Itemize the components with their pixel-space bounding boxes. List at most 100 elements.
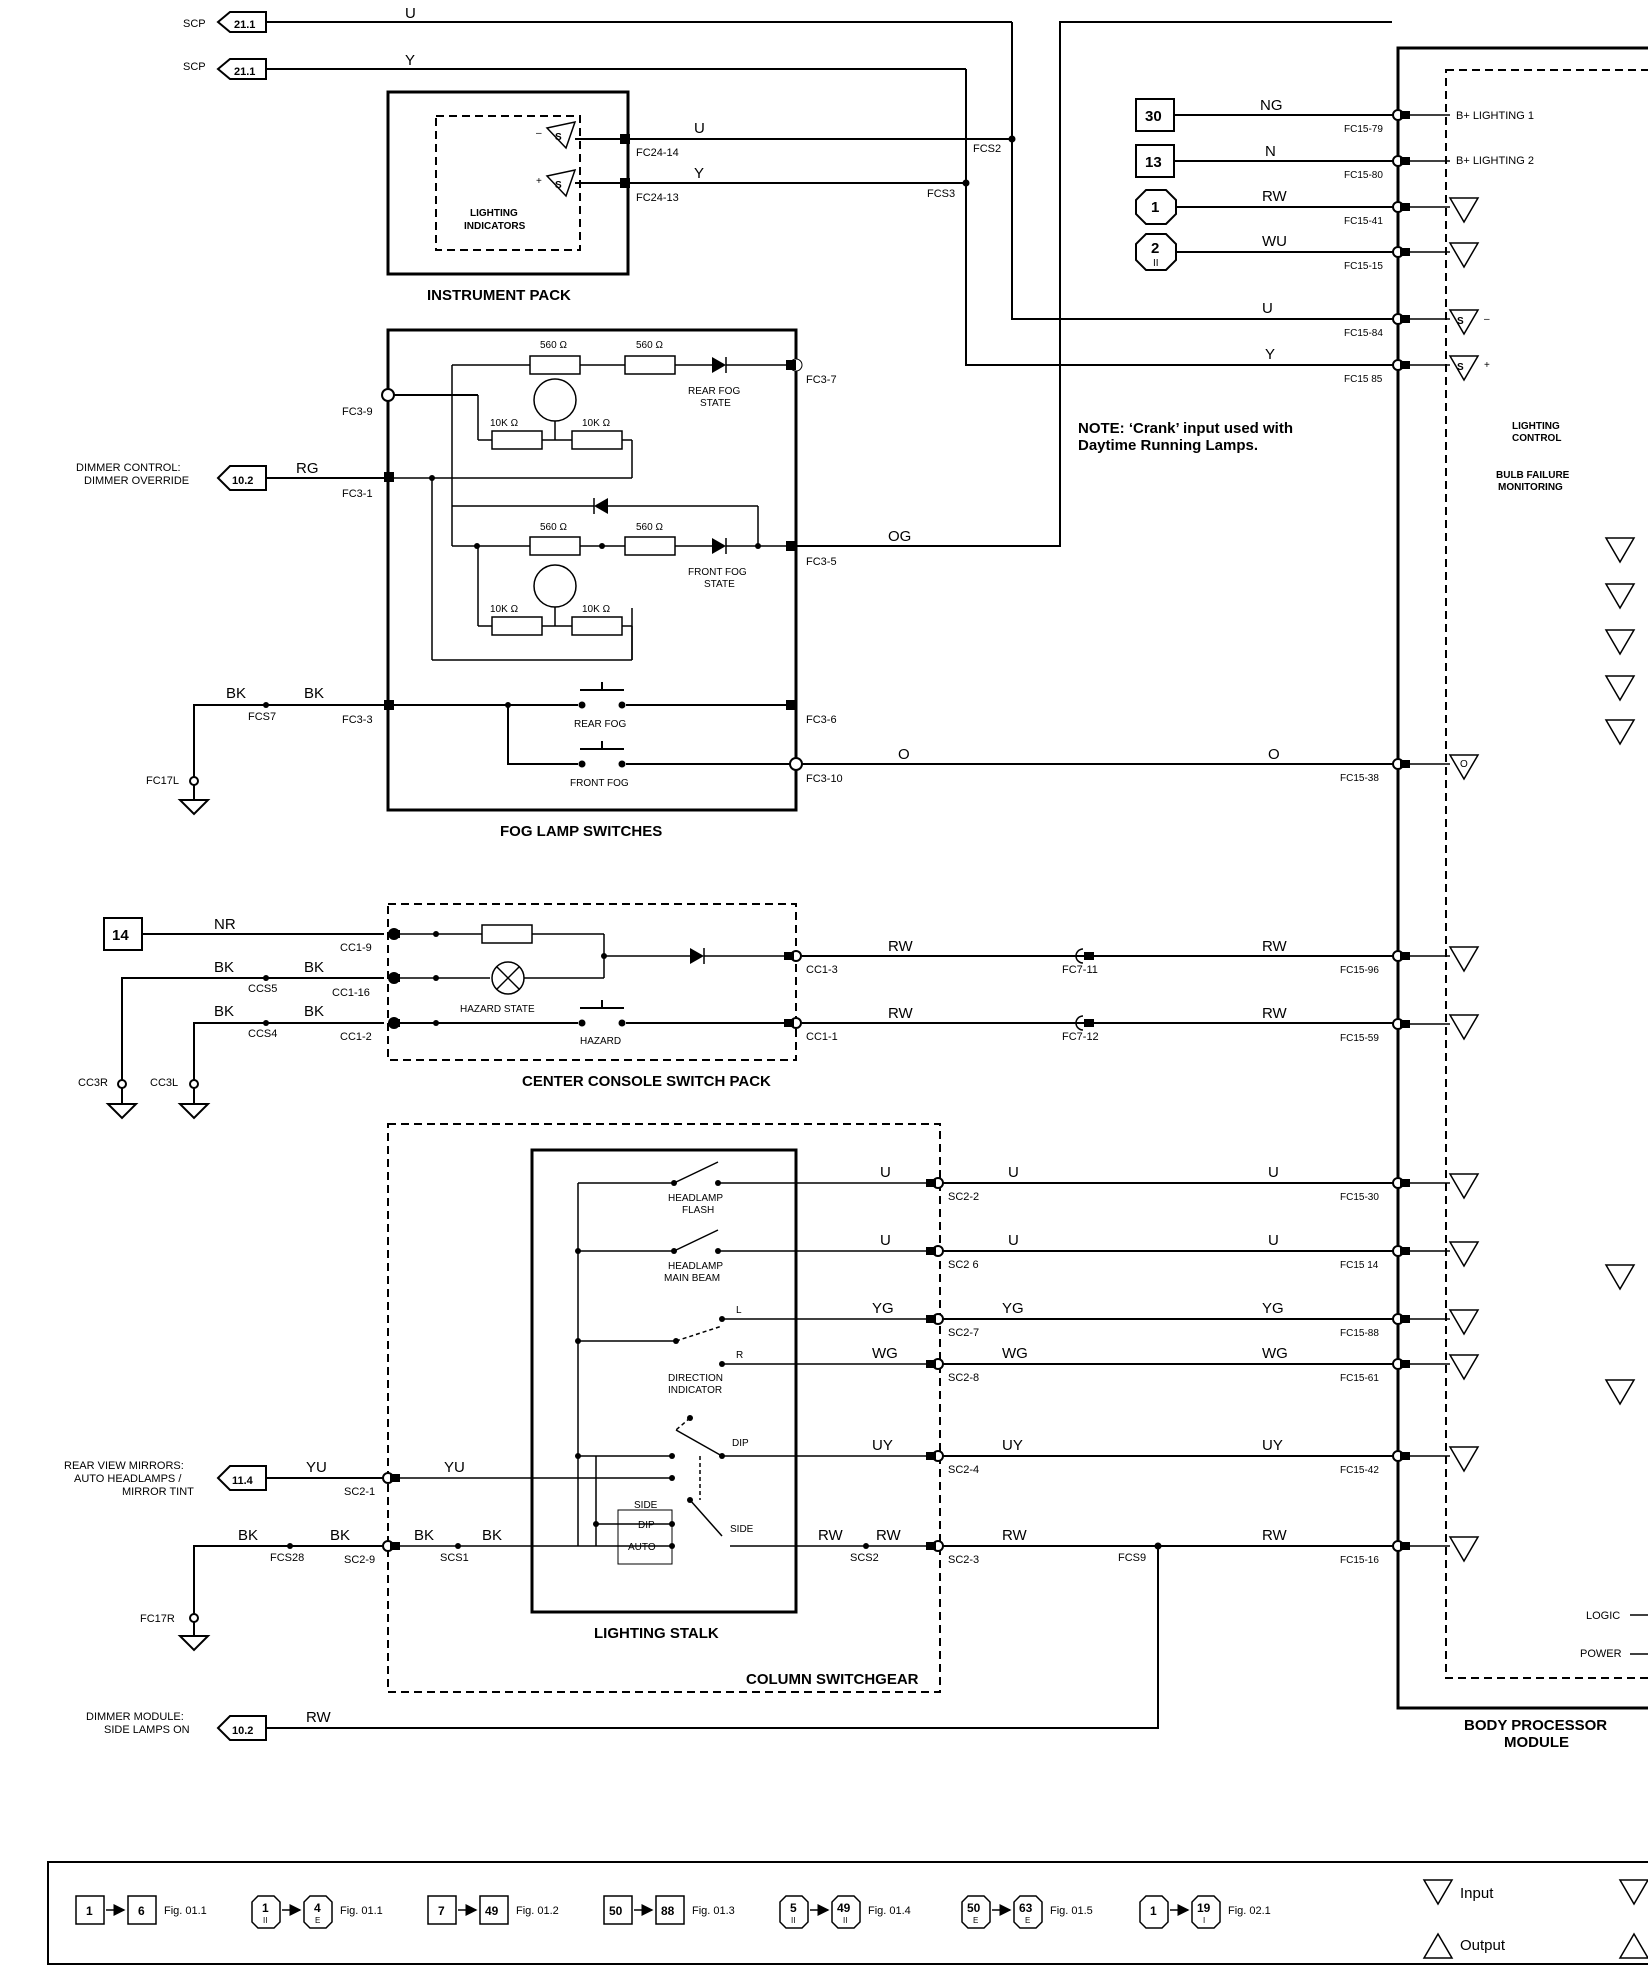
svg-text:II: II — [1153, 258, 1159, 269]
svg-text:REAR FOG: REAR FOG — [574, 719, 626, 730]
legend-ref-label: 49 — [837, 1901, 851, 1915]
svg-text:CCS5: CCS5 — [248, 983, 277, 995]
svg-text:NOTE: ‘Crank’ input used with: NOTE: ‘Crank’ input used with — [1078, 420, 1293, 437]
svg-text:SIDE LAMPS ON: SIDE LAMPS ON — [104, 1724, 190, 1736]
svg-text:FRONT FOG: FRONT FOG — [570, 778, 629, 789]
svg-text:+: + — [536, 176, 542, 187]
svg-text:SC2-2: SC2-2 — [948, 1191, 979, 1203]
svg-text:RW: RW — [1262, 188, 1288, 205]
legend-ref-label: 1 — [262, 1901, 269, 1915]
svg-text:DIP: DIP — [638, 1520, 655, 1531]
svg-text:560 Ω: 560 Ω — [636, 522, 663, 533]
svg-text:MONITORING: MONITORING — [1498, 482, 1563, 493]
svg-text:UY: UY — [872, 1437, 893, 1454]
svg-text:COLUMN SWITCHGEAR: COLUMN SWITCHGEAR — [746, 1671, 919, 1688]
legend-ref-label: 1 — [86, 1904, 93, 1918]
svg-text:AUTO HEADLAMPS /: AUTO HEADLAMPS / — [74, 1473, 182, 1485]
svg-text:FC24-14: FC24-14 — [636, 147, 679, 159]
legend-ref-label: 19 — [1197, 1901, 1211, 1915]
svg-text:YG: YG — [1002, 1300, 1024, 1317]
svg-text:DIMMER CONTROL:: DIMMER CONTROL: — [76, 462, 181, 474]
fog-lamp-switches: FC3-9 FC3-1 FC3-3 FC3-7 FC3-5 FC3-6 FC3-… — [342, 328, 843, 840]
bpm-pins: FC15-79 FC15-80 FC15-41 FC15-15 FC15-84 … — [1340, 109, 1450, 1566]
svg-text:RW: RW — [1002, 1527, 1028, 1544]
svg-text:13: 13 — [1145, 154, 1162, 171]
svg-text:U: U — [880, 1164, 891, 1181]
svg-text:HAZARD: HAZARD — [580, 1036, 621, 1047]
svg-text:N: N — [1265, 143, 1276, 160]
svg-text:WU: WU — [1262, 233, 1287, 250]
svg-text:CC1-16: CC1-16 — [332, 987, 370, 999]
svg-text:SCS1: SCS1 — [440, 1552, 469, 1564]
svg-text:HEADLAMP: HEADLAMP — [668, 1261, 723, 1272]
svg-text:FC15-88: FC15-88 — [1340, 1328, 1379, 1339]
svg-text:BULB FAILURE: BULB FAILURE — [1496, 470, 1570, 481]
svg-text:RW: RW — [1262, 1527, 1288, 1544]
svg-text:Output: Output — [1460, 1937, 1506, 1954]
legend-ref-label: 50 — [967, 1901, 981, 1915]
svg-text:FC24-13: FC24-13 — [636, 192, 679, 204]
source-2: 2 II WU — [1135, 233, 1394, 271]
svg-text:DIMMER OVERRIDE: DIMMER OVERRIDE — [84, 475, 189, 487]
svg-text:B+ LIGHTING 2: B+ LIGHTING 2 — [1456, 155, 1534, 167]
svg-text:FCS3: FCS3 — [927, 188, 955, 200]
dimmer-module-connector: DIMMER MODULE: SIDE LAMPS ON 10.2 RW — [86, 1709, 332, 1741]
svg-text:YG: YG — [1262, 1300, 1284, 1317]
svg-text:YU: YU — [444, 1459, 465, 1476]
svg-text:SC2-4: SC2-4 — [948, 1464, 979, 1476]
svg-text:SC2-7: SC2-7 — [948, 1327, 979, 1339]
svg-text:RW: RW — [888, 938, 914, 955]
legend-fig: Fig. 01.1 — [340, 1905, 383, 1917]
svg-text:–: – — [1484, 314, 1490, 325]
svg-text:BK: BK — [214, 959, 234, 976]
dimmer-control-connector: DIMMER CONTROL: DIMMER OVERRIDE 10.2 RG — [76, 460, 384, 491]
svg-text:RW: RW — [1262, 1005, 1288, 1022]
legend-ref-label: 1 — [1150, 1904, 1157, 1918]
svg-text:SIDE: SIDE — [730, 1524, 754, 1535]
svg-text:LIGHTING: LIGHTING — [470, 208, 518, 219]
svg-text:OG: OG — [888, 528, 911, 545]
svg-text:10K Ω: 10K Ω — [582, 604, 611, 615]
svg-text:RG: RG — [296, 460, 319, 477]
svg-text:FC15-79: FC15-79 — [1344, 124, 1383, 135]
svg-text:WG: WG — [872, 1345, 898, 1362]
svg-text:FC3-9: FC3-9 — [342, 406, 373, 418]
svg-text:1: 1 — [1151, 199, 1159, 216]
svg-text:10K Ω: 10K Ω — [490, 418, 519, 429]
legend-fig: Fig. 02.1 — [1228, 1905, 1271, 1917]
svg-text:10.2: 10.2 — [232, 1725, 253, 1737]
svg-text:SC2-9: SC2-9 — [344, 1554, 375, 1566]
legend-ref-label: 63 — [1019, 1901, 1033, 1915]
legend-ref-label: 88 — [661, 1904, 675, 1918]
svg-text:BK: BK — [226, 685, 246, 702]
legend-fig: Fig. 01.2 — [516, 1905, 559, 1917]
svg-text:UY: UY — [1262, 1437, 1283, 1454]
source-1: 1 RW — [1135, 188, 1394, 225]
svg-text:21.1: 21.1 — [234, 66, 255, 78]
svg-text:Y: Y — [405, 52, 415, 69]
svg-text:FC3-10: FC3-10 — [806, 773, 843, 785]
svg-text:STATE: STATE — [704, 579, 735, 590]
legend-ref: 1 — [1139, 1895, 1169, 1929]
svg-text:FC15-80: FC15-80 — [1344, 170, 1383, 181]
svg-text:O: O — [1460, 759, 1468, 770]
svg-text:CC1-3: CC1-3 — [806, 964, 838, 976]
svg-text:FC17R: FC17R — [140, 1613, 175, 1625]
legend-ref: 6 — [127, 1895, 157, 1925]
legend-ref-sub: E — [1025, 1916, 1030, 1925]
svg-text:Daytime Running Lamps.: Daytime Running Lamps. — [1078, 437, 1258, 454]
svg-text:+: + — [1484, 360, 1490, 371]
legend-ref-label: 50 — [609, 1904, 623, 1918]
svg-text:HEADLAMP: HEADLAMP — [668, 1193, 723, 1204]
legend-ref: 88 — [655, 1895, 685, 1925]
svg-text:BODY PROCESSOR: BODY PROCESSOR — [1464, 1717, 1607, 1734]
svg-text:CC1-9: CC1-9 — [340, 942, 372, 954]
svg-text:FLASH: FLASH — [682, 1205, 714, 1216]
legend-ref: 4E — [303, 1895, 333, 1929]
svg-text:Y: Y — [694, 165, 704, 182]
svg-text:FOG LAMP SWITCHES: FOG LAMP SWITCHES — [500, 823, 662, 840]
